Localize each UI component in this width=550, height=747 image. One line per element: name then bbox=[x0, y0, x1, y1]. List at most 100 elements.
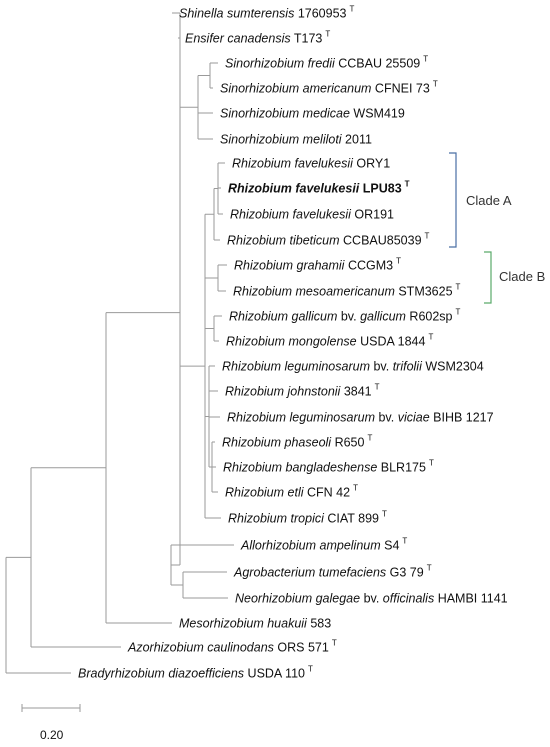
taxon-species: Rhizobium leguminosarum bbox=[227, 411, 375, 425]
clade-b-label: Clade B bbox=[499, 269, 545, 284]
taxon-species: Rhizobium grahamii bbox=[234, 259, 346, 273]
taxon-species: Rhizobium favelukesii bbox=[228, 182, 360, 196]
type-strain-mark: T bbox=[325, 30, 330, 39]
taxon-strain: ORS 571 bbox=[274, 641, 329, 655]
taxon-biovar: viciae bbox=[398, 411, 430, 425]
taxon-species: Agrobacterium tumefaciens bbox=[233, 566, 386, 580]
type-strain-mark: T bbox=[427, 564, 432, 573]
type-strain-mark: T bbox=[367, 434, 372, 443]
clade-brackets: Clade A Clade B bbox=[449, 152, 545, 304]
taxon-species: Rhizobium gallicum bbox=[229, 310, 337, 324]
taxon-species: Rhizobium favelukesii bbox=[230, 208, 352, 222]
type-strain-mark: T bbox=[423, 55, 428, 64]
taxon-label: Rhizobium leguminosarum bv. viciae BIHB … bbox=[227, 411, 494, 425]
type-strain-mark: T bbox=[382, 510, 387, 519]
taxon-species: Mesorhizobium huakuii bbox=[179, 617, 308, 631]
type-strain-mark: T bbox=[402, 537, 407, 546]
type-strain-mark: T bbox=[405, 180, 410, 189]
taxon-strain: HAMBI 1141 bbox=[434, 592, 507, 606]
type-strain-mark: T bbox=[375, 383, 380, 392]
taxon-strain: CIAT 899 bbox=[324, 512, 379, 526]
taxon-species: Sinorhizobium meliloti bbox=[220, 133, 343, 147]
taxon-strain: 583 bbox=[307, 617, 331, 631]
taxon-species: Shinella sumterensis bbox=[179, 7, 294, 21]
type-strain-mark: T bbox=[428, 333, 433, 342]
taxon-species: Ensifer canadensis bbox=[185, 32, 291, 46]
type-strain-mark: T bbox=[353, 484, 358, 493]
taxon-species: Sinorhizobium fredii bbox=[225, 57, 336, 71]
taxon-biovar: trifolii bbox=[393, 360, 423, 374]
scale-bar-label: 0.20 bbox=[40, 728, 64, 742]
type-strain-mark: T bbox=[332, 639, 337, 648]
taxon-strain: R650 bbox=[331, 436, 364, 450]
taxon-label: Mesorhizobium huakuii 583 bbox=[179, 617, 331, 631]
taxon-species: Rhizobium mongolense bbox=[226, 335, 357, 349]
taxon-species: Rhizobium etli bbox=[225, 486, 305, 500]
type-strain-mark: T bbox=[429, 459, 434, 468]
clade-b-bracket bbox=[484, 251, 492, 304]
taxon-strain: STM3625 bbox=[395, 285, 453, 299]
taxon-strain: CCBAU85039 bbox=[340, 234, 422, 248]
taxon-biovar-prefix: bv. bbox=[337, 310, 360, 324]
taxon-label: Rhizobium favelukesii OR191 bbox=[230, 208, 394, 222]
clade-a-bracket bbox=[449, 152, 457, 248]
type-strain-mark: T bbox=[456, 308, 461, 317]
taxon-species: Rhizobium phaseoli bbox=[222, 436, 332, 450]
taxon-label: Rhizobium leguminosarum bv. trifolii WSM… bbox=[222, 360, 484, 374]
taxon-strain: G3 79 bbox=[386, 566, 424, 580]
taxon-label: Sinorhizobium meliloti 2011 bbox=[220, 133, 372, 147]
type-strain-mark: T bbox=[349, 5, 354, 14]
taxon-strain: 1760953 bbox=[294, 7, 346, 21]
type-strain-mark: T bbox=[396, 257, 401, 266]
type-strain-mark: T bbox=[308, 665, 313, 674]
taxon-strain: T173 bbox=[291, 32, 323, 46]
taxon-strain: CFN 42 bbox=[304, 486, 351, 500]
taxon-strain: CCGM3 bbox=[344, 259, 393, 273]
taxon-strain: CFNEI 73 bbox=[371, 82, 429, 96]
taxon-strain: OR191 bbox=[351, 208, 394, 222]
taxon-biovar: officinalis bbox=[383, 592, 434, 606]
taxon-strain: BLR175 bbox=[377, 461, 426, 475]
taxon-strain: 2011 bbox=[342, 133, 372, 147]
taxon-strain: S4 bbox=[381, 539, 400, 553]
clade-a-label: Clade A bbox=[466, 193, 512, 208]
taxon-species: Rhizobium johnstonii bbox=[225, 385, 342, 399]
scale-bar: 0.20 bbox=[21, 704, 81, 742]
taxon-species: Neorhizobium galegae bbox=[235, 592, 360, 606]
taxon-strain: LPU83 bbox=[359, 182, 401, 196]
taxon-species: Rhizobium tibeticum bbox=[227, 234, 340, 248]
taxon-biovar-prefix: bv. bbox=[375, 411, 398, 425]
taxon-label: Neorhizobium galegae bv. officinalis HAM… bbox=[235, 592, 508, 606]
taxon-species: Sinorhizobium americanum bbox=[220, 82, 371, 96]
taxon-biovar-prefix: bv. bbox=[370, 360, 393, 374]
taxon-label: Rhizobium favelukesii ORY1 bbox=[232, 157, 390, 171]
taxon-species: Rhizobium mesoamericanum bbox=[233, 285, 395, 299]
taxon-biovar-prefix: bv. bbox=[360, 592, 383, 606]
type-strain-mark: T bbox=[456, 283, 461, 292]
taxon-strain: BIHB 1217 bbox=[430, 411, 494, 425]
taxon-species: Sinorhizobium medicae bbox=[220, 107, 350, 121]
type-strain-mark: T bbox=[425, 232, 430, 241]
taxon-strain: 3841 bbox=[340, 385, 371, 399]
taxon-species: Rhizobium tropici bbox=[228, 512, 325, 526]
taxon-species: Rhizobium bangladeshense bbox=[223, 461, 377, 475]
taxon-species: Bradyrhizobium diazoefficiens bbox=[78, 667, 244, 681]
taxon-strain: ORY1 bbox=[353, 157, 390, 171]
taxon-label: Rhizobium johnstonii 3841 T bbox=[225, 383, 380, 399]
taxon-biovar: gallicum bbox=[360, 310, 406, 324]
